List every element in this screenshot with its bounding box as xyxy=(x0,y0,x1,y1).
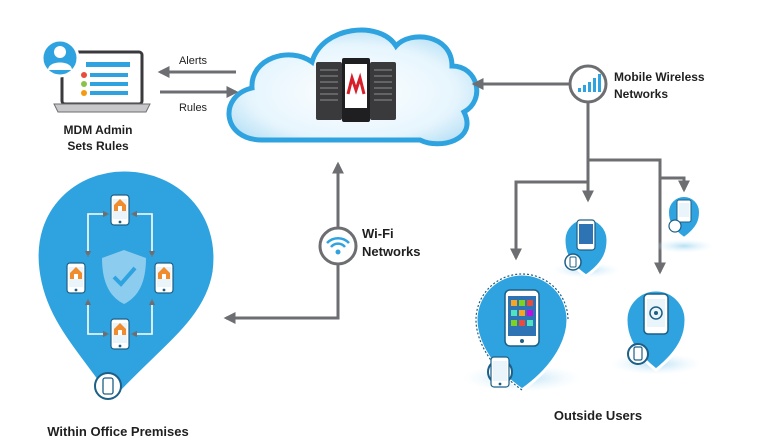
office-phone-bottom xyxy=(110,318,130,350)
alerts-label: Alerts xyxy=(179,55,208,67)
wifi-icon xyxy=(318,226,358,266)
rules-label: Rules xyxy=(179,102,208,114)
admin-laptop-icon xyxy=(53,50,151,113)
office-phone-top xyxy=(110,194,130,226)
cell-signal-icon xyxy=(568,64,608,104)
admin-label-line2: Sets Rules xyxy=(67,139,129,153)
user-avatar-icon xyxy=(40,38,80,78)
wifi-label-line2: Networks xyxy=(362,244,421,259)
wifi-to-office-arrow xyxy=(223,264,340,324)
admin-label-line1: MDM Admin xyxy=(64,123,133,137)
office-phone-right xyxy=(154,262,174,294)
outside-user-pin-small xyxy=(552,216,620,278)
outside-user-pin-tiny xyxy=(654,195,714,253)
office-sync-arrows xyxy=(84,210,156,338)
office-label: Within Office Premises xyxy=(47,424,188,439)
office-phone-left xyxy=(66,262,86,294)
outside-users-label: Outside Users xyxy=(554,408,642,423)
wifi-label-line1: Wi-Fi xyxy=(362,226,394,241)
office-device-icon xyxy=(94,372,122,400)
shield-check-icon xyxy=(102,250,146,304)
outside-user-pin-medium xyxy=(610,288,702,375)
server-icon xyxy=(316,58,396,122)
office-premises-pin xyxy=(35,168,217,405)
mobile-label-line1: Mobile Wireless xyxy=(614,70,705,84)
mobile-branch-arrows xyxy=(510,102,690,275)
outside-user-pin-large xyxy=(462,272,582,392)
mobile-label-line2: Networks xyxy=(614,87,668,101)
